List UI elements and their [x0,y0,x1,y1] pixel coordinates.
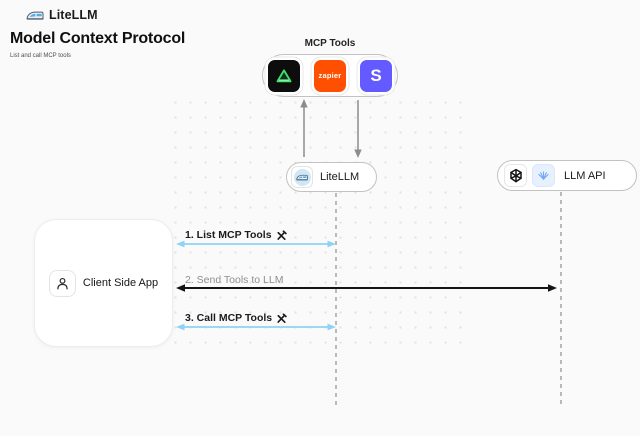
step2-label: 2. Send Tools to LLM [185,274,283,286]
person-icon [48,269,76,297]
page-subtitle: List and call MCP tools [10,53,71,59]
litellm-train-icon [293,168,311,186]
brand: LiteLLM [26,8,98,22]
llm-api-node: LLM API [497,160,637,191]
litellm-node-label: LiteLLM [320,171,360,183]
llm-provider-icon [532,164,555,187]
llm-api-node-label: LLM API [564,169,606,182]
stripe-icon-text: S [370,66,382,85]
litellm-node: LiteLLM [286,162,377,192]
page-title: Model Context Protocol [10,30,186,47]
tools-icon [276,312,287,324]
mcp-tools-label: MCP Tools [304,38,356,49]
mcp-tools-pill: zapier S [262,54,398,97]
tools-icon [276,229,287,241]
step1-label: 1. List MCP Tools [185,229,287,241]
openai-icon [504,164,527,187]
step3-label: 3. Call MCP Tools [185,312,287,324]
brand-label: LiteLLM [49,8,98,22]
step3-label-text: 3. Call MCP Tools [185,312,273,324]
zapier-icon: zapier [314,59,346,92]
client-side-app-label: Client Side App [82,277,159,289]
step1-label-text: 1. List MCP Tools [185,229,272,241]
litellm-node-icon [291,166,313,188]
step2-label-text: 2. Send Tools to LLM [185,274,284,286]
stripe-icon: S [360,59,392,92]
green-triangle-tool-icon [268,59,300,92]
litellm-train-icon [26,9,44,22]
zapier-icon-text: zapier [318,71,342,80]
diagram-dot-grid [168,95,470,348]
client-side-app-node: Client Side App [34,219,173,347]
